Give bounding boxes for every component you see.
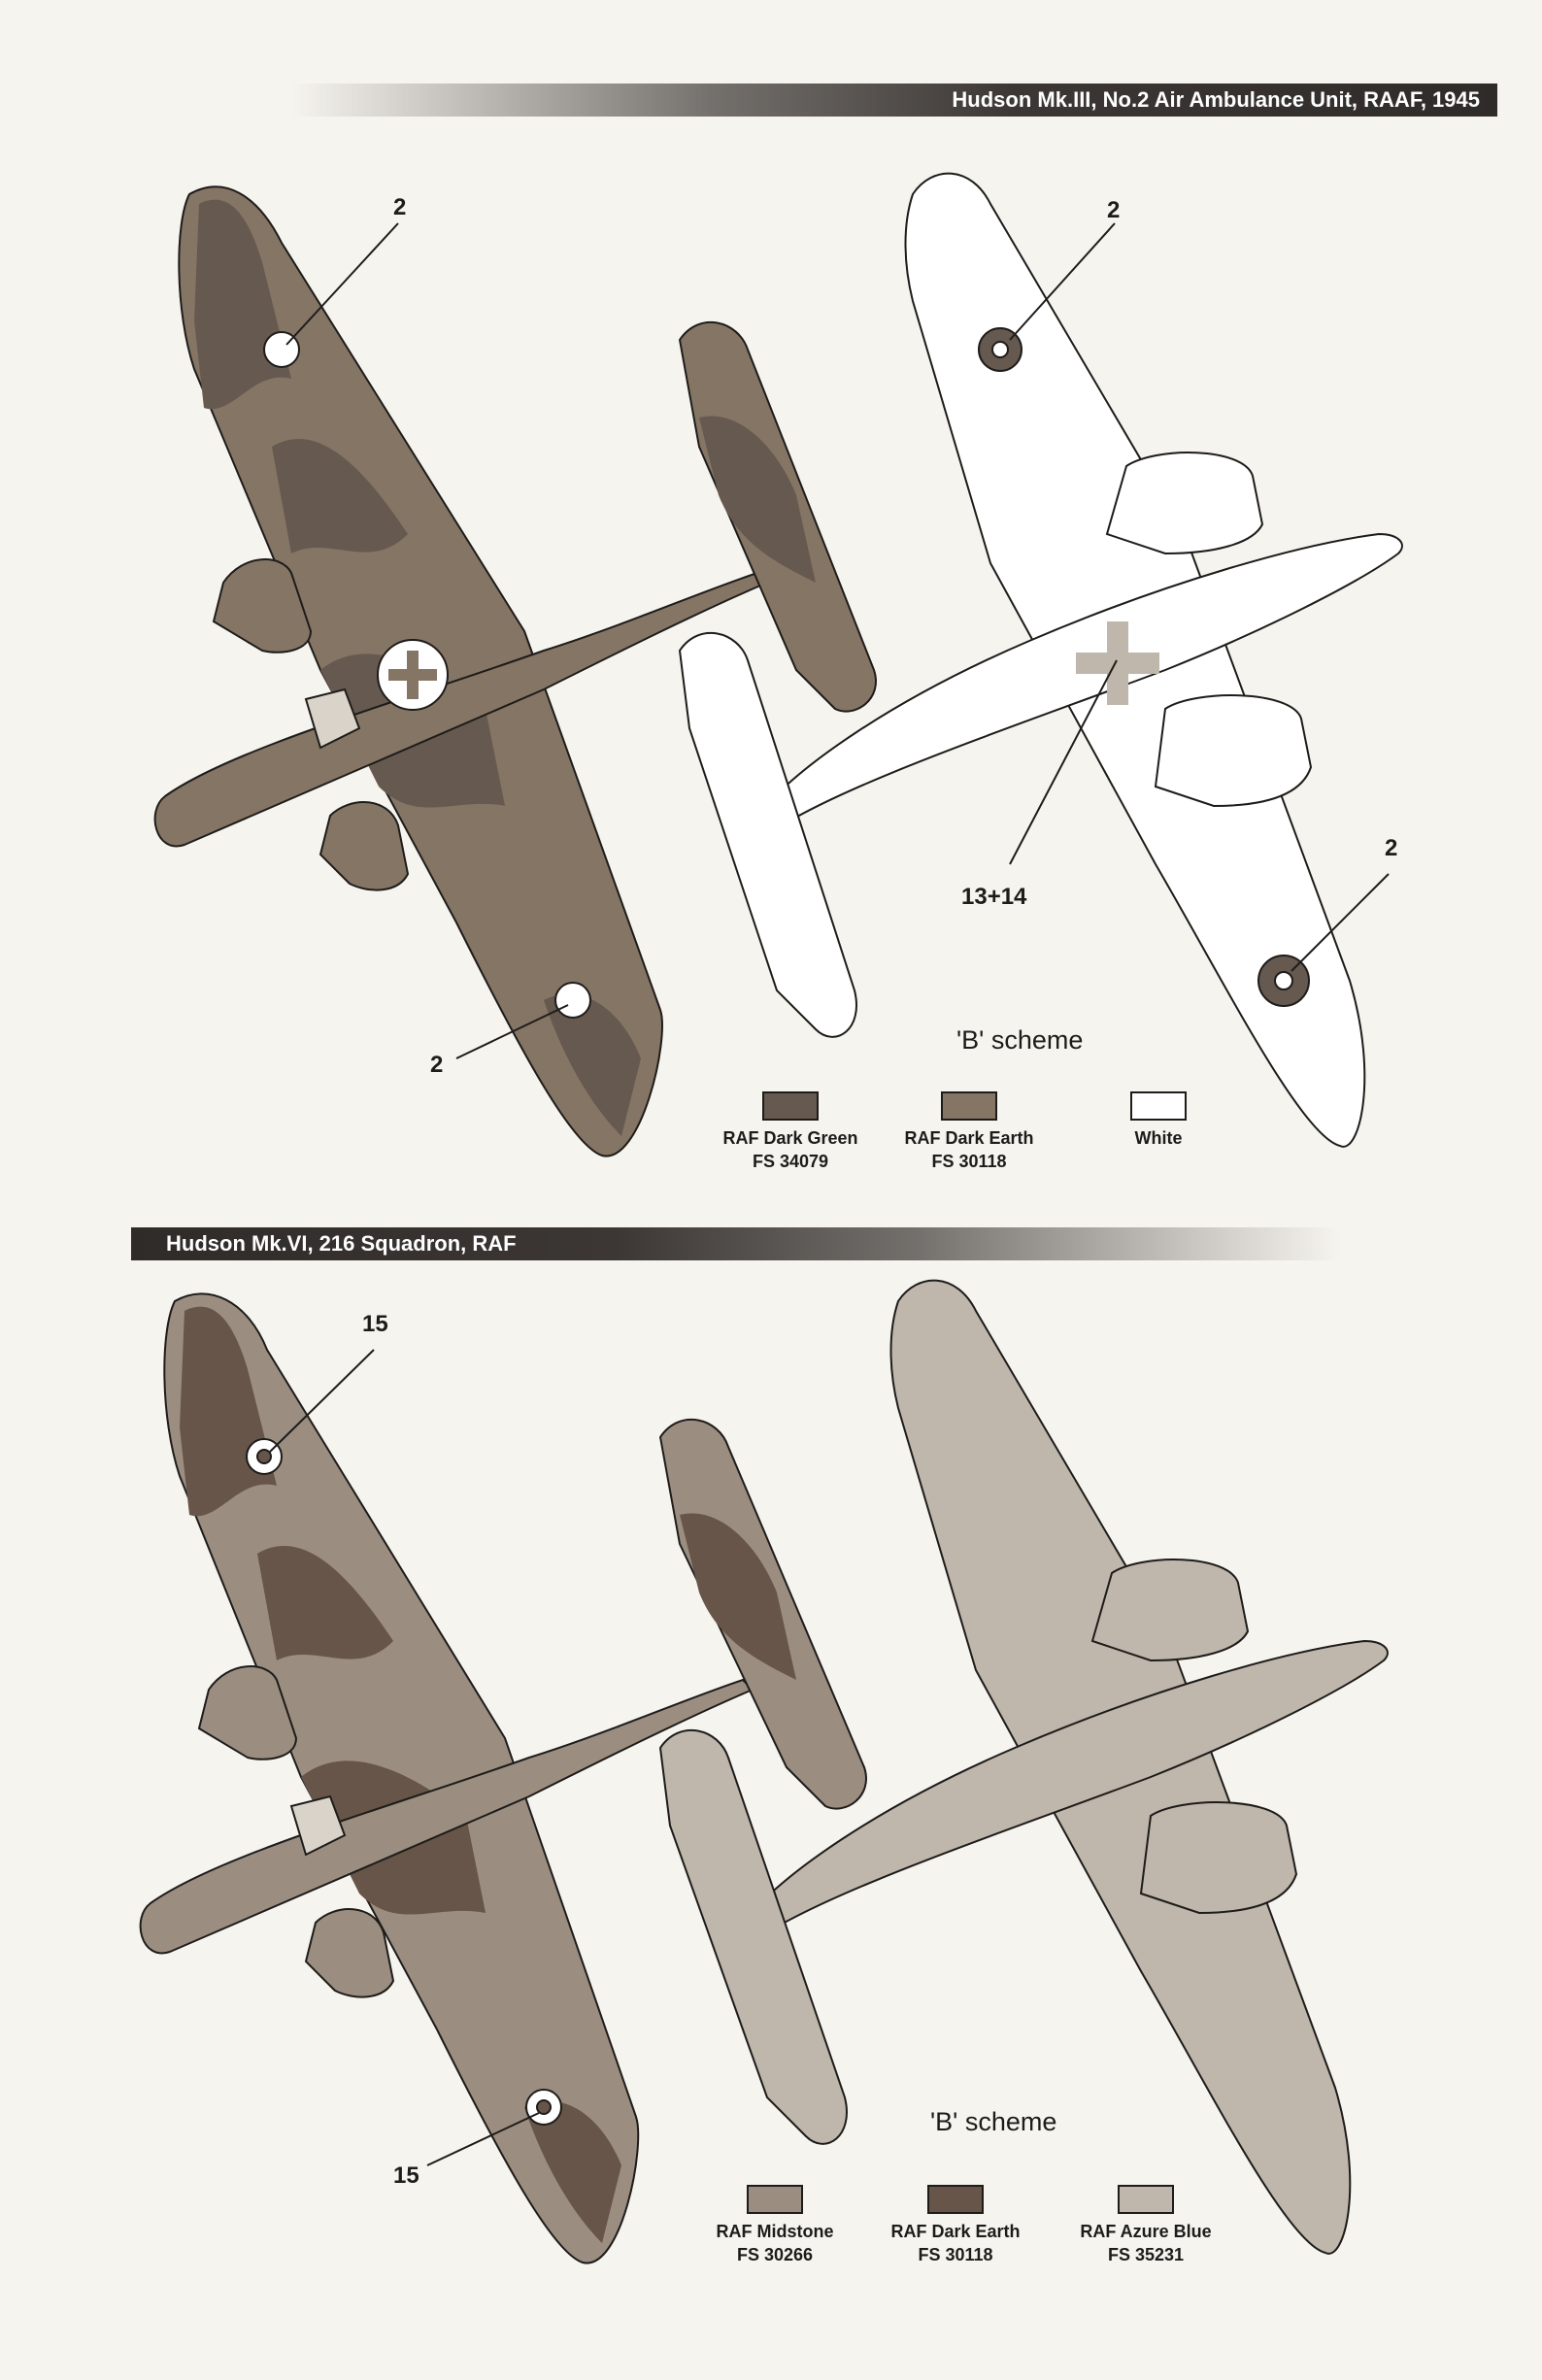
- lower-roundel-top-center: [991, 341, 1009, 358]
- color-swatch: [1118, 2185, 1174, 2214]
- callout-label: 2: [1385, 835, 1398, 861]
- scheme-1-title: Hudson Mk.III, No.2 Air Ambulance Unit, …: [952, 87, 1480, 112]
- callout-label: 2: [1107, 197, 1121, 223]
- lower-fuselage: [741, 1639, 1389, 1944]
- color-swatch: [762, 1091, 819, 1121]
- callout-label: 2: [430, 1052, 444, 1078]
- legend-item: RAF Dark Earth FS 30118: [858, 2185, 1053, 2266]
- upper-tail-camo: [680, 1513, 796, 1680]
- upper-roundel-wing-top-center: [256, 1449, 272, 1464]
- scheme-2-lower-plane: [658, 1279, 1389, 2255]
- lower-tailplane: [678, 632, 857, 1038]
- upper-engine-right: [318, 801, 410, 891]
- legend-color-code: FS 35231: [1107, 2245, 1185, 2264]
- lower-fuselage: [755, 532, 1403, 837]
- scheme-1-scheme-label: 'B' scheme: [956, 1025, 1084, 1055]
- color-swatch: [747, 2185, 803, 2214]
- legend-color-code: FS 30266: [736, 2245, 814, 2264]
- leader-line: [285, 222, 399, 346]
- leader-line: [1009, 222, 1116, 341]
- leader-line: [1009, 659, 1118, 865]
- callout-label: 15: [362, 1311, 388, 1337]
- scheme-1-title-banner: Hudson Mk.III, No.2 Air Ambulance Unit, …: [291, 84, 1497, 117]
- scheme-2-upper-plane: [139, 1292, 867, 2264]
- legend-color-name: RAF Dark Green: [722, 1128, 858, 1148]
- legend-color-name: RAF Azure Blue: [1080, 2222, 1212, 2241]
- upper-cockpit: [289, 1794, 347, 1857]
- scheme-1-lower-plane: [678, 172, 1403, 1148]
- scheme-1-upper-plane: [153, 185, 877, 1157]
- scheme-1-artwork: [153, 172, 1403, 1157]
- scheme-2-title: Hudson Mk.VI, 216 Squadron, RAF: [166, 1231, 517, 1256]
- legend-color-code: FS 30118: [918, 2245, 993, 2264]
- legend-color-name: White: [1134, 1128, 1183, 1148]
- color-swatch: [927, 2185, 984, 2214]
- scheme-1-leader-lines: [285, 222, 1390, 1059]
- legend-color-name: RAF Midstone: [716, 2222, 834, 2241]
- scheme-2-artwork: [139, 1279, 1389, 2264]
- lower-engine-lower: [1154, 694, 1313, 808]
- lower-red-cross: [1076, 621, 1159, 705]
- upper-cockpit: [304, 687, 361, 750]
- lower-tailplane: [658, 1729, 848, 2145]
- upper-engine-right: [304, 1908, 395, 1998]
- scheme-2-scheme-label: 'B' scheme: [930, 2107, 1057, 2136]
- scheme-2-title-banner: Hudson Mk.VI, 216 Squadron, RAF: [131, 1227, 1340, 1260]
- lower-roundel-bottom-center: [1274, 971, 1293, 990]
- upper-camo-dark: [180, 1306, 621, 2243]
- legend-item: RAF Dark Green FS 34079: [693, 1091, 888, 1173]
- lower-engine-lower: [1139, 1801, 1298, 1915]
- callout-label: 2: [393, 194, 407, 220]
- upper-engine-left: [197, 1665, 298, 1760]
- leader-line: [455, 1004, 569, 1059]
- upper-roundel-wing-bottom-center: [536, 2099, 552, 2115]
- legend-item: White: [1061, 1091, 1256, 1150]
- color-swatch: [941, 1091, 997, 1121]
- color-swatch: [1130, 1091, 1187, 1121]
- callout-label: 13+14: [961, 884, 1027, 910]
- legend-item: RAF Midstone FS 30266: [678, 2185, 872, 2266]
- leader-line: [426, 2112, 540, 2166]
- upper-roundel-wing-bottom: [554, 982, 591, 1019]
- upper-red-cross: [388, 651, 437, 699]
- lower-engine-upper: [1090, 1559, 1250, 1662]
- legend-color-name: RAF Dark Earth: [890, 2222, 1021, 2241]
- lower-engine-upper: [1105, 452, 1264, 555]
- legend-color-name: RAF Dark Earth: [904, 1128, 1034, 1148]
- leader-line: [1291, 873, 1390, 972]
- legend-item: RAF Dark Earth FS 30118: [872, 1091, 1066, 1173]
- upper-engine-left: [212, 558, 313, 654]
- legend-color-code: FS 34079: [752, 1152, 829, 1171]
- legend-item: RAF Azure Blue FS 35231: [1049, 2185, 1243, 2266]
- upper-fuselage: [139, 1678, 754, 1955]
- upper-tail-camo: [699, 416, 816, 583]
- legend-color-code: FS 30118: [931, 1152, 1007, 1171]
- leader-line: [269, 1349, 375, 1453]
- scheme-2-leader-lines: [269, 1349, 540, 2166]
- callout-label: 15: [393, 2162, 419, 2189]
